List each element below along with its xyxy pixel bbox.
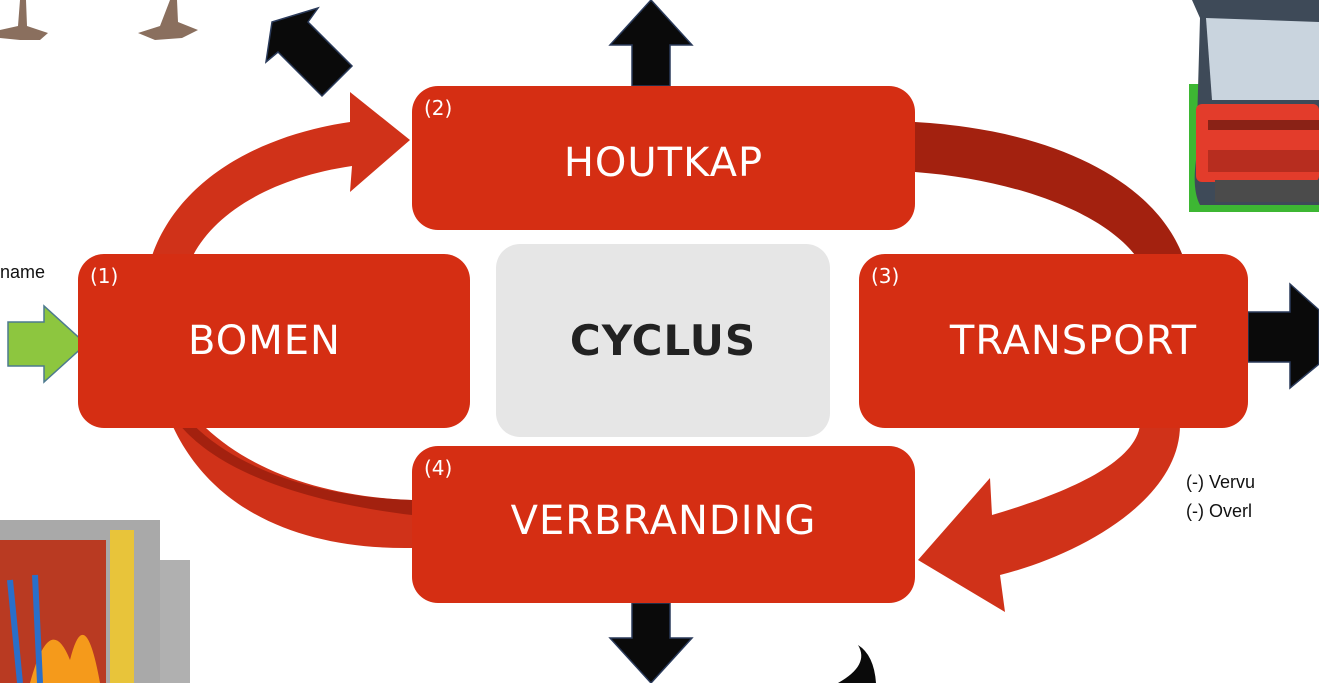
step-label: BOMEN xyxy=(188,318,341,364)
output-arrow-right-icon xyxy=(1247,282,1319,390)
center-box: CYCLUS xyxy=(496,244,830,437)
cycle-arrow-top-right xyxy=(915,122,1185,262)
step-number: (2) xyxy=(424,96,453,120)
step-number: (4) xyxy=(424,456,453,480)
cycle-arrow-bottom-left xyxy=(150,330,412,549)
truck-image xyxy=(1189,0,1319,212)
right-text-line-2: (-) Overl xyxy=(1186,501,1252,521)
furnace-image xyxy=(0,520,190,683)
step-label: VERBRANDING xyxy=(510,498,817,544)
trees-image xyxy=(0,0,198,40)
output-arrow-down-icon xyxy=(608,602,694,683)
center-label: CYCLUS xyxy=(569,316,757,365)
output-arrow-up-icon xyxy=(608,0,694,87)
step-number: (3) xyxy=(871,264,900,288)
step-label: TRANSPORT xyxy=(949,318,1198,364)
step-box-houtkap: (2) HOUTKAP xyxy=(412,86,915,230)
input-arrow-icon xyxy=(7,304,88,384)
step-number: (1) xyxy=(90,264,119,288)
cycle-arrow-bottom-right xyxy=(918,425,1180,612)
step-label: HOUTKAP xyxy=(563,140,764,186)
right-text-line-1: (-) Vervu xyxy=(1186,472,1256,492)
step-box-transport: (3) TRANSPORT xyxy=(859,254,1248,428)
left-cut-text: name xyxy=(0,262,46,282)
smoke-icon xyxy=(838,645,876,683)
step-box-bomen: (1) BOMEN xyxy=(78,254,470,428)
step-box-verbranding: (4) VERBRANDING xyxy=(412,446,915,603)
cycle-arrow-top-left xyxy=(150,92,410,262)
output-arrow-up-left-icon xyxy=(264,6,354,98)
